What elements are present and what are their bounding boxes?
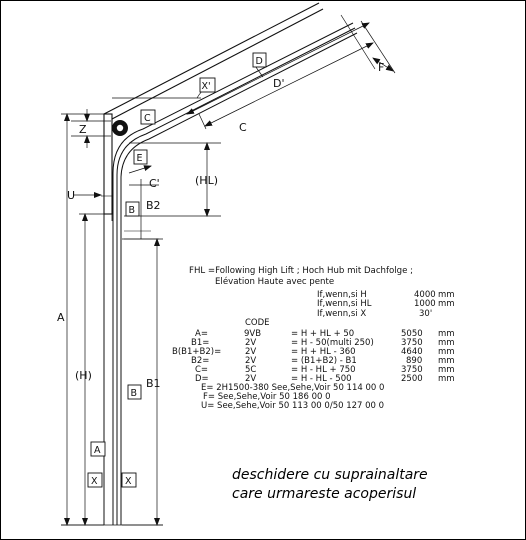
dim-label-f: F (378, 61, 384, 74)
box-d-label: D (256, 56, 263, 67)
box-c-label: C (144, 113, 151, 124)
condition-2-label: If,wenn,si HL (317, 299, 372, 309)
dim-label-b2: B2 (146, 199, 161, 212)
formula-table: A= 9VB = H + HL + 50 5050 mm B1= 2V = H … (172, 329, 455, 384)
dim-label-c-prime: C' (149, 177, 160, 190)
door-track (112, 22, 358, 525)
box-d (252, 52, 267, 68)
condition-1-unit: mm (438, 290, 455, 300)
caption: deschidere cu suprainaltare care urmares… (232, 466, 428, 504)
code-header: CODE (245, 318, 270, 328)
condition-2-unit: mm (438, 299, 455, 309)
box-x-left-label: X (91, 476, 98, 487)
row-1-unit: mm (438, 329, 455, 339)
condition-2-value: 1000 (414, 299, 436, 309)
row-6-name: D= (195, 374, 209, 384)
dimension-lines (61, 14, 396, 526)
fhl-line-1: FHL =Following High Lift ; Hoch Hub mit … (189, 266, 413, 276)
row-6-value: 2500 (401, 374, 423, 384)
wall (103, 113, 113, 525)
extra-f: F= See,Sehe,Voir 50 186 00 0 (203, 392, 331, 402)
row-3-name: B(B1+B2)= (172, 347, 221, 357)
row-3-value: 4640 (401, 347, 423, 357)
row-4-value: 890 (406, 356, 422, 366)
row-1-value: 5050 (401, 329, 423, 339)
box-e (133, 149, 148, 165)
row-1-code: 9VB (244, 329, 261, 339)
caption-line-2: care urmareste acoperisul (232, 486, 417, 502)
row-4-name: B2= (191, 356, 209, 366)
dim-label-d-prime: D' (273, 77, 285, 90)
row-6-formula: = H - HL - 500 (291, 374, 352, 384)
box-e-label: E (137, 153, 143, 164)
row-4-unit: mm (438, 356, 455, 366)
row-1-name: A= (195, 329, 208, 339)
row-5-code: 5C (245, 365, 256, 375)
notes-block: FHL =Following High Lift ; Hoch Hub mit … (172, 266, 455, 411)
boxed-label-text: D X' C E B B A X X (91, 56, 263, 487)
row-3-code: 2V (245, 347, 256, 357)
row-2-code: 2V (245, 338, 256, 348)
condition-1-value: 4000 (414, 290, 436, 300)
condition-3-label: If,wenn,si X (317, 309, 366, 319)
box-b-upper-label: B (129, 205, 136, 216)
dim-label-h: (H) (75, 369, 92, 382)
row-3-formula: = H + HL - 360 (291, 347, 356, 357)
box-x-left (87, 472, 103, 488)
row-3-unit: mm (438, 347, 455, 357)
dim-label-b1: B1 (146, 377, 161, 390)
dim-label-c: C (239, 121, 247, 134)
condition-3-value: 30' (419, 309, 432, 319)
box-c (140, 109, 156, 125)
row-5-name: C= (195, 365, 208, 375)
box-x-right (121, 472, 137, 488)
box-b-lower-label: B (131, 388, 138, 399)
box-a-label: A (94, 445, 101, 456)
dim-label-hl: (HL) (195, 174, 218, 187)
box-x-prime-label: X' (202, 81, 211, 92)
box-x-prime (199, 77, 216, 93)
box-b-upper (125, 201, 140, 217)
box-a (90, 441, 106, 457)
condition-1-label: If,wenn,si H (317, 290, 367, 300)
row-4-formula: = (B1+B2) - B1 (291, 356, 357, 366)
row-2-name: B1= (191, 338, 209, 348)
dim-label-a: A (57, 311, 65, 324)
extra-u: U= See,Sehe,Voir 50 113 00 0/50 127 00 0 (201, 401, 384, 411)
boxed-labels (87, 52, 267, 488)
row-2-unit: mm (438, 338, 455, 348)
row-6-code: 2V (245, 374, 256, 384)
row-1-formula: = H + HL + 50 (291, 329, 354, 339)
caption-line-1: deschidere cu suprainaltare (232, 467, 428, 483)
roller-drum (112, 120, 128, 136)
box-x-right-label: X (125, 476, 132, 487)
row-6-unit: mm (438, 374, 455, 384)
extra-e: E= 2H1500-380 See,Sehe,Voir 50 114 00 0 (201, 383, 384, 393)
row-5-value: 3750 (401, 365, 423, 375)
box-b-lower (127, 384, 142, 400)
fhl-line-2: Elévation Haute avec pente (215, 276, 334, 287)
row-2-value: 3750 (401, 338, 423, 348)
row-2-formula: = H - 50(multi 250) (291, 338, 374, 348)
dimension-labels: D' F C Z U (HL) B2 A (H) B1 C' (57, 61, 384, 390)
row-4-code: 2V (245, 356, 256, 366)
row-5-unit: mm (438, 365, 455, 375)
dim-label-u: U (67, 189, 75, 202)
dim-label-z: Z (79, 123, 87, 136)
row-5-formula: = H - HL + 750 (291, 365, 356, 375)
